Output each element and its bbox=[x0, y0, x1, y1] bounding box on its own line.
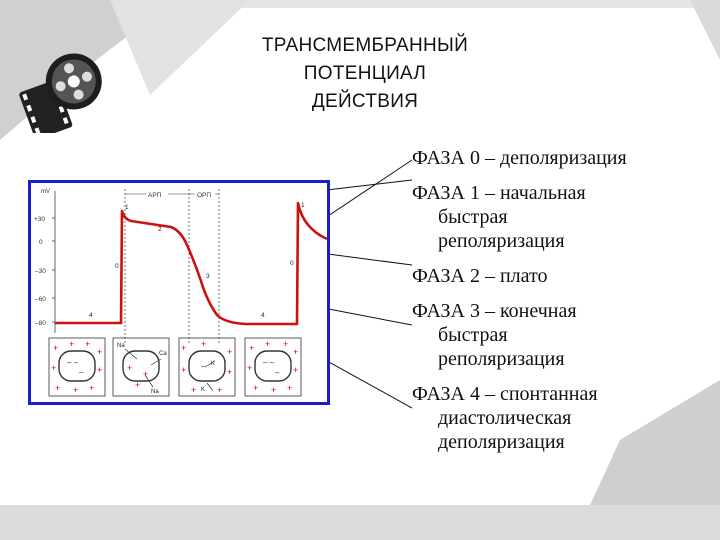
svg-text:+: + bbox=[283, 339, 288, 349]
svg-text:+: + bbox=[97, 365, 102, 375]
svg-text:–: – bbox=[201, 362, 206, 371]
action-potential-figure: mV +30 0 –30 –60 –80 АРП ОРП 1 2 0 3 0 1 bbox=[28, 180, 330, 405]
phase-label-2: 2 bbox=[158, 226, 162, 233]
svg-text:+: + bbox=[293, 365, 298, 375]
svg-text:+: + bbox=[227, 347, 232, 357]
svg-text:+: + bbox=[181, 343, 186, 353]
arp-label: АРП bbox=[148, 192, 162, 199]
y-tick-minus30: –30 bbox=[35, 268, 46, 275]
svg-text:+: + bbox=[271, 385, 276, 395]
svg-text:+: + bbox=[293, 347, 298, 357]
ion-label-ca: Ca bbox=[159, 351, 167, 357]
svg-text:–: – bbox=[79, 368, 84, 377]
film-reel-icon bbox=[19, 53, 102, 133]
phase-2-item: ФАЗА 2 – плато bbox=[412, 264, 712, 288]
svg-text:+: + bbox=[127, 363, 132, 373]
y-tick-minus60: –60 bbox=[35, 296, 46, 303]
svg-text:+: + bbox=[51, 363, 56, 373]
phase-3-line-1: ФАЗА 3 – конечная bbox=[412, 300, 577, 322]
phase-label-0: 0 bbox=[115, 263, 119, 270]
svg-text:+: + bbox=[53, 343, 58, 353]
svg-text:+: + bbox=[287, 383, 292, 393]
phase-label-1: 1 bbox=[125, 204, 129, 211]
phase-1-line-1: ФАЗА 1 – начальная bbox=[412, 182, 586, 204]
svg-text:+: + bbox=[253, 383, 258, 393]
ion-label-na-2: Na bbox=[151, 389, 159, 395]
page-title: ТРАНСМЕМБРАННЫЙ ПОТЕНЦИАЛ ДЕЙСТВИЯ bbox=[200, 32, 530, 116]
svg-text:+: + bbox=[265, 339, 270, 349]
svg-text:+: + bbox=[247, 363, 252, 373]
phase-4-line-2: диастолическая bbox=[438, 407, 572, 429]
svg-text:+: + bbox=[135, 380, 140, 390]
orp-label: ОРП bbox=[197, 192, 211, 199]
phase-label-3: 3 bbox=[206, 273, 210, 280]
svg-text:+: + bbox=[191, 385, 196, 395]
svg-text:–: – bbox=[275, 368, 280, 377]
phase-label-4b: 4 bbox=[261, 312, 265, 319]
ion-label-k-2: K bbox=[201, 387, 205, 393]
phase-1-line-2: быстрая bbox=[438, 206, 508, 228]
svg-text:+: + bbox=[85, 339, 90, 349]
title-line-1: ТРАНСМЕМБРАННЫЙ ПОТЕНЦИАЛ bbox=[261, 35, 469, 84]
phase-4-line-3: деполяризация bbox=[438, 431, 565, 453]
svg-text:+: + bbox=[217, 385, 222, 395]
y-tick-plus30: +30 bbox=[34, 216, 45, 223]
unit-label: mV bbox=[41, 189, 50, 195]
svg-text:+: + bbox=[69, 339, 74, 349]
svg-text:+: + bbox=[201, 339, 206, 349]
phase-3-item: ФАЗА 3 – конечная быстрая реполяризация bbox=[412, 299, 712, 371]
phase-list: ФАЗА 0 – деполяризация ФАЗА 1 – начальна… bbox=[412, 146, 712, 465]
svg-text:+: + bbox=[97, 347, 102, 357]
phase-label-1b: 1 bbox=[301, 202, 305, 209]
svg-text:+: + bbox=[181, 365, 186, 375]
svg-text:+: + bbox=[249, 343, 254, 353]
y-tick-minus80: –80 bbox=[35, 320, 46, 327]
svg-text:+: + bbox=[227, 367, 232, 377]
ion-label-na: Na bbox=[117, 343, 125, 349]
phase-4-item: ФАЗА 4 – спонтанная диастолическая депол… bbox=[412, 382, 712, 454]
svg-text:+: + bbox=[55, 383, 60, 393]
svg-text:+: + bbox=[143, 369, 148, 379]
ion-label-k: K bbox=[211, 361, 215, 367]
phase-0-item: ФАЗА 0 – деполяризация bbox=[412, 146, 712, 170]
phase-3-line-3: реполяризация bbox=[438, 348, 565, 370]
phase-label-4: 4 bbox=[89, 312, 93, 319]
phase-4-line-1: ФАЗА 4 – спонтанная bbox=[412, 383, 598, 405]
phase-0-line-1: ФАЗА 0 – деполяризация bbox=[412, 147, 627, 169]
y-tick-0: 0 bbox=[39, 239, 43, 246]
title-line-2: ДЕЙСТВИЯ bbox=[311, 91, 419, 112]
phase-1-item: ФАЗА 1 – начальная быстрая реполяризация bbox=[412, 181, 712, 253]
svg-text:– –: – – bbox=[263, 358, 275, 367]
svg-text:+: + bbox=[73, 385, 78, 395]
action-potential-curve bbox=[55, 201, 328, 326]
phase-label-0b: 0 bbox=[290, 260, 294, 267]
phase-1-line-3: реполяризация bbox=[438, 230, 565, 252]
svg-text:– –: – – bbox=[67, 358, 79, 367]
phase-2-line-1: ФАЗА 2 – плато bbox=[412, 265, 548, 287]
phase-3-line-2: быстрая bbox=[438, 324, 508, 346]
svg-text:+: + bbox=[89, 383, 94, 393]
